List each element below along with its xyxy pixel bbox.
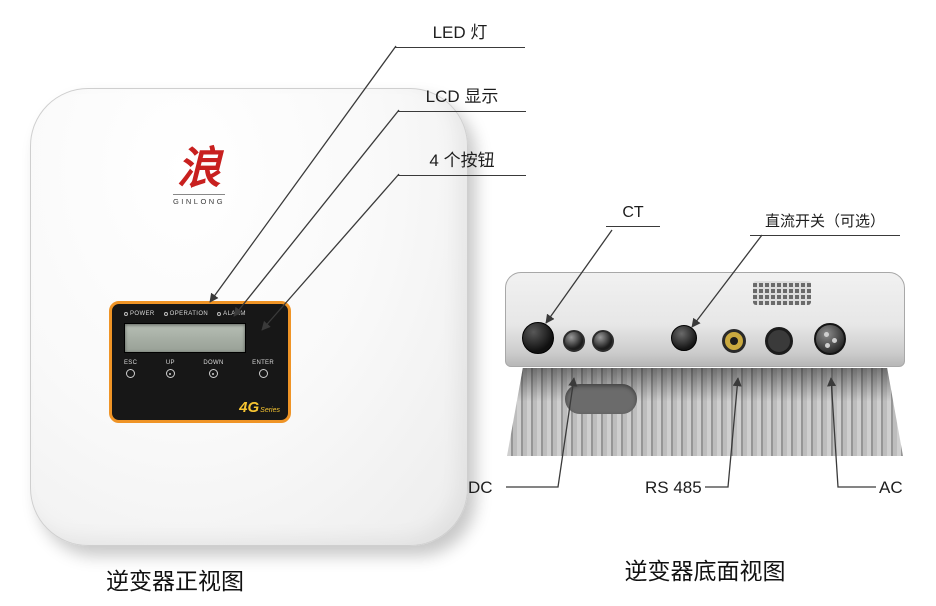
status-led-item: OPERATION: [163, 311, 209, 317]
status-led-item: POWER: [124, 311, 155, 317]
dc-connector-1: [563, 330, 585, 352]
ac-pin-icon: [832, 338, 837, 343]
ac-pin-icon: [824, 332, 829, 337]
callout-four-buttons: 4 个按钮: [398, 146, 526, 176]
callout-dc-switch: 直流开关（可选）: [750, 210, 900, 236]
button-dot-icon: [169, 372, 172, 375]
cable-gland: [765, 327, 793, 355]
brand-logo: 浪 GINLONG: [161, 147, 237, 209]
bottom-top-plate: [505, 272, 905, 367]
lcd-screen: [124, 323, 246, 353]
ac-pin-icon: [825, 343, 830, 348]
vent-grille: [753, 281, 811, 305]
caption-front-view: 逆变器正视图: [106, 569, 244, 594]
panel-button-down: DOWN: [203, 360, 223, 378]
status-led-label: POWER: [130, 311, 155, 317]
panel-button-up: UP: [165, 360, 175, 378]
button-circle-icon: [258, 369, 268, 378]
control-panel: POWER OPERATION ALARM ESC UP: [109, 301, 291, 423]
dc-connector-2: [592, 330, 614, 352]
ac-connector: [814, 323, 846, 355]
recess-blob: [565, 384, 637, 414]
status-led-row: POWER OPERATION ALARM: [124, 311, 288, 317]
series-number: 4G: [239, 399, 260, 416]
dc-switch-connector: [671, 325, 697, 351]
panel-buttons-row: ESC UP DOWN ENTER: [124, 360, 274, 378]
ct-connector: [522, 322, 554, 354]
panel-button-esc: ESC: [124, 360, 137, 378]
button-circle-icon: [165, 369, 175, 378]
rs485-connector: [722, 329, 746, 353]
status-led-label: ALARM: [223, 311, 246, 317]
callout-dc: DC: [468, 478, 493, 497]
callout-ct: CT: [606, 204, 660, 227]
led-indicator-icon: [163, 312, 168, 316]
series-word: Series: [260, 407, 280, 414]
panel-button-label: ESC: [124, 360, 138, 366]
logo-wordmark: GINLONG: [172, 194, 226, 206]
led-indicator-icon: [217, 312, 222, 316]
callout-led-light: LED 灯: [395, 18, 525, 48]
button-dot-icon: [212, 372, 215, 375]
heatsink-shade: [507, 368, 903, 456]
series-badge: 4GSeries: [239, 399, 280, 417]
led-indicator-icon: [124, 312, 128, 316]
logo-glyph: 浪: [177, 144, 221, 193]
panel-button-label: UP: [165, 360, 175, 366]
callout-lcd-display: LCD 显示: [398, 82, 526, 112]
inverter-bottom-view: [505, 272, 905, 457]
connector-center-icon: [730, 337, 738, 345]
status-led-item: ALARM: [217, 311, 246, 317]
button-circle-icon: [126, 369, 136, 378]
callout-rs485: RS 485: [645, 478, 702, 497]
panel-button-label: ENTER: [252, 360, 274, 366]
panel-button-enter: ENTER: [252, 360, 274, 378]
callout-ac: AC: [879, 478, 903, 497]
caption-bottom-view: 逆变器底面视图: [624, 559, 786, 584]
status-led-label: OPERATION: [169, 311, 209, 317]
button-circle-icon: [208, 369, 218, 378]
panel-button-label: DOWN: [203, 360, 224, 366]
